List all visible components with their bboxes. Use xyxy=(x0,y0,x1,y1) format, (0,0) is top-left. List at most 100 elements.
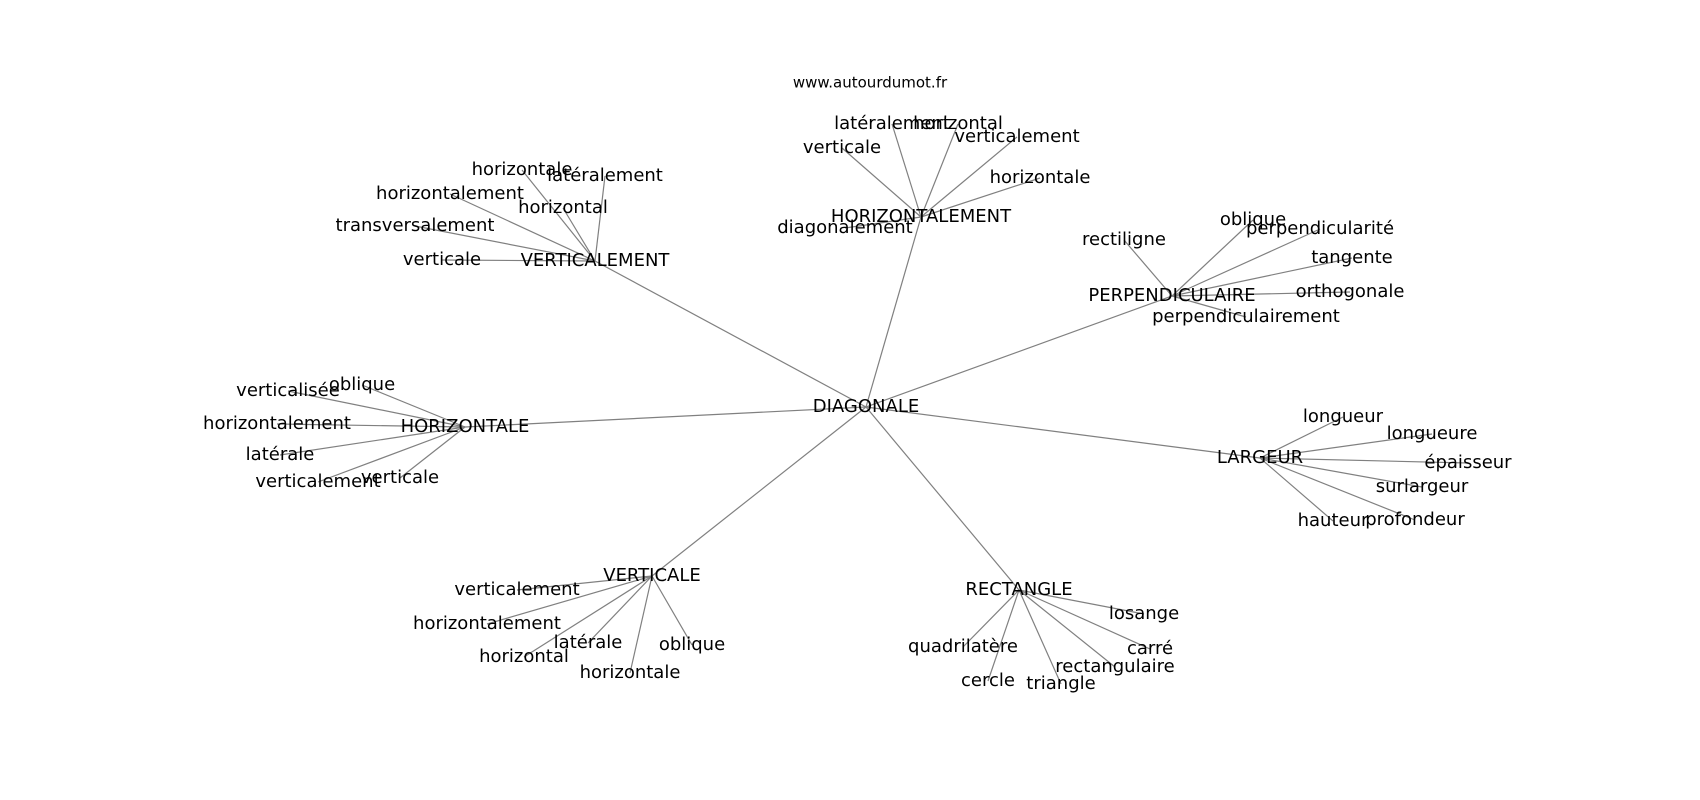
hub-node: RECTANGLE xyxy=(965,579,1072,600)
edge-hub-leaf xyxy=(962,589,1020,648)
edge-hub-leaf xyxy=(361,384,466,428)
leaf-node: verticale xyxy=(361,467,439,488)
leaf-node: longueure xyxy=(1387,423,1478,444)
leaf-node: diagonalement xyxy=(777,217,912,238)
edge-hub-leaf xyxy=(1259,433,1433,459)
leaf-node: tangente xyxy=(1311,247,1393,268)
hub-node: LARGEUR xyxy=(1217,447,1303,468)
leaf-node: oblique xyxy=(1220,209,1286,230)
leaf-node: losange xyxy=(1109,603,1179,624)
edge-hub-leaf xyxy=(1171,295,1247,318)
leaf-node: transversalement xyxy=(336,215,495,236)
edge-hub-leaf xyxy=(1171,291,1351,297)
leaf-node: surlargeur xyxy=(1376,476,1469,497)
leaf-node: horizontale xyxy=(990,167,1091,188)
hub-node: VERTICALEMENT xyxy=(521,250,671,271)
graph-edges xyxy=(276,123,1469,685)
edge-hub-leaf xyxy=(651,575,693,646)
leaf-node: perpendiculairement xyxy=(1152,306,1340,327)
leaf-node: horizontale xyxy=(472,159,573,180)
hub-node: VERTICALE xyxy=(603,565,700,586)
edge-hub-leaf xyxy=(587,575,653,644)
leaf-node: oblique xyxy=(659,634,725,655)
leaf-node: latéralement xyxy=(547,165,663,186)
edge-hub-leaf xyxy=(399,426,466,479)
edge-center-hub xyxy=(594,260,867,408)
edge-hub-leaf xyxy=(516,575,653,591)
leaf-node: carré xyxy=(1127,638,1173,659)
leaf-node: quadrilatère xyxy=(908,636,1018,657)
edge-hub-leaf xyxy=(1018,589,1145,615)
leaf-node: épaisseur xyxy=(1424,452,1512,473)
leaf-node: triangle xyxy=(1026,673,1095,694)
edge-hub-leaf xyxy=(920,177,1041,218)
leaf-node: latéralement xyxy=(834,113,950,134)
source-url: www.autourdumot.fr xyxy=(793,74,948,92)
edge-center-hub xyxy=(651,406,867,577)
edge-center-hub xyxy=(865,295,1173,408)
edge-hub-leaf xyxy=(486,575,653,625)
edge-hub-leaf xyxy=(920,136,1018,218)
hub-node: HORIZONTALE xyxy=(401,416,530,437)
leaf-node: verticalement xyxy=(954,126,1079,147)
leaf-node: oblique xyxy=(329,374,395,395)
leaf-node: orthogonale xyxy=(1296,281,1405,302)
leaf-node: verticalement xyxy=(255,471,380,492)
leaf-node: perpendicularité xyxy=(1246,218,1394,239)
graph-labels: www.autourdumot.fr DIAGONALE VERTICALEMEN… xyxy=(203,74,1512,695)
hub-node: PERPENDICULAIRE xyxy=(1088,285,1255,306)
edge-hub-leaf xyxy=(920,123,959,218)
edge-hub-leaf xyxy=(1018,589,1062,685)
leaf-node: longueur xyxy=(1303,406,1384,427)
edge-hub-leaf xyxy=(1259,457,1334,522)
edge-hub-leaf xyxy=(841,147,922,218)
edge-hub-leaf xyxy=(594,175,606,262)
leaf-node: verticalement xyxy=(454,579,579,600)
edge-hub-leaf xyxy=(1259,457,1423,488)
leaf-node: horizontalement xyxy=(413,613,561,634)
leaf-node: verticale xyxy=(403,249,481,270)
edge-hub-leaf xyxy=(1171,257,1353,297)
leaf-node: verticale xyxy=(803,137,881,158)
edge-hub-leaf xyxy=(987,589,1020,682)
leaf-node: horizontal xyxy=(479,646,569,667)
edge-hub-leaf xyxy=(1123,239,1173,297)
edge-hub-leaf xyxy=(1171,219,1254,297)
edge-hub-leaf xyxy=(287,390,466,428)
edge-hub-leaf xyxy=(317,426,466,483)
edge-hub-leaf xyxy=(441,259,596,262)
hub-node: HORIZONTALEMENT xyxy=(831,206,1012,227)
edge-hub-leaf xyxy=(279,426,466,456)
leaf-node: rectangulaire xyxy=(1055,656,1174,677)
edge-hub-leaf xyxy=(1259,416,1344,459)
leaf-node: hauteur xyxy=(1298,510,1369,531)
leaf-node: horizontal xyxy=(913,113,1003,134)
edge-hub-leaf xyxy=(1259,457,1469,464)
leaf-node: verticalisée xyxy=(236,380,340,401)
center-node: DIAGONALE xyxy=(813,396,919,417)
leaf-node: latérale xyxy=(554,632,623,653)
edge-hub-leaf xyxy=(562,207,596,262)
leaf-node: horizontalement xyxy=(203,413,351,434)
edge-hub-leaf xyxy=(523,575,653,658)
edge-center-hub xyxy=(865,406,1261,459)
edge-center-hub xyxy=(464,406,867,428)
leaf-node: horizontale xyxy=(580,662,681,683)
edge-hub-leaf xyxy=(1018,589,1151,650)
edge-hub-leaf xyxy=(844,216,922,229)
edge-hub-leaf xyxy=(891,123,922,218)
edge-center-hub xyxy=(865,216,922,408)
edge-center-hub xyxy=(865,406,1020,591)
leaf-node: profondeur xyxy=(1365,509,1465,530)
edge-hub-leaf xyxy=(276,423,466,428)
edge-hub-leaf xyxy=(1171,228,1321,297)
leaf-node: horizontal xyxy=(518,197,608,218)
edge-hub-leaf xyxy=(414,225,596,262)
edge-hub-leaf xyxy=(449,193,596,262)
edge-hub-leaf xyxy=(629,575,653,674)
leaf-node: horizontalement xyxy=(376,183,524,204)
leaf-node: rectiligne xyxy=(1082,229,1166,250)
edge-hub-leaf xyxy=(1018,589,1116,668)
leaf-node: latérale xyxy=(246,444,315,465)
